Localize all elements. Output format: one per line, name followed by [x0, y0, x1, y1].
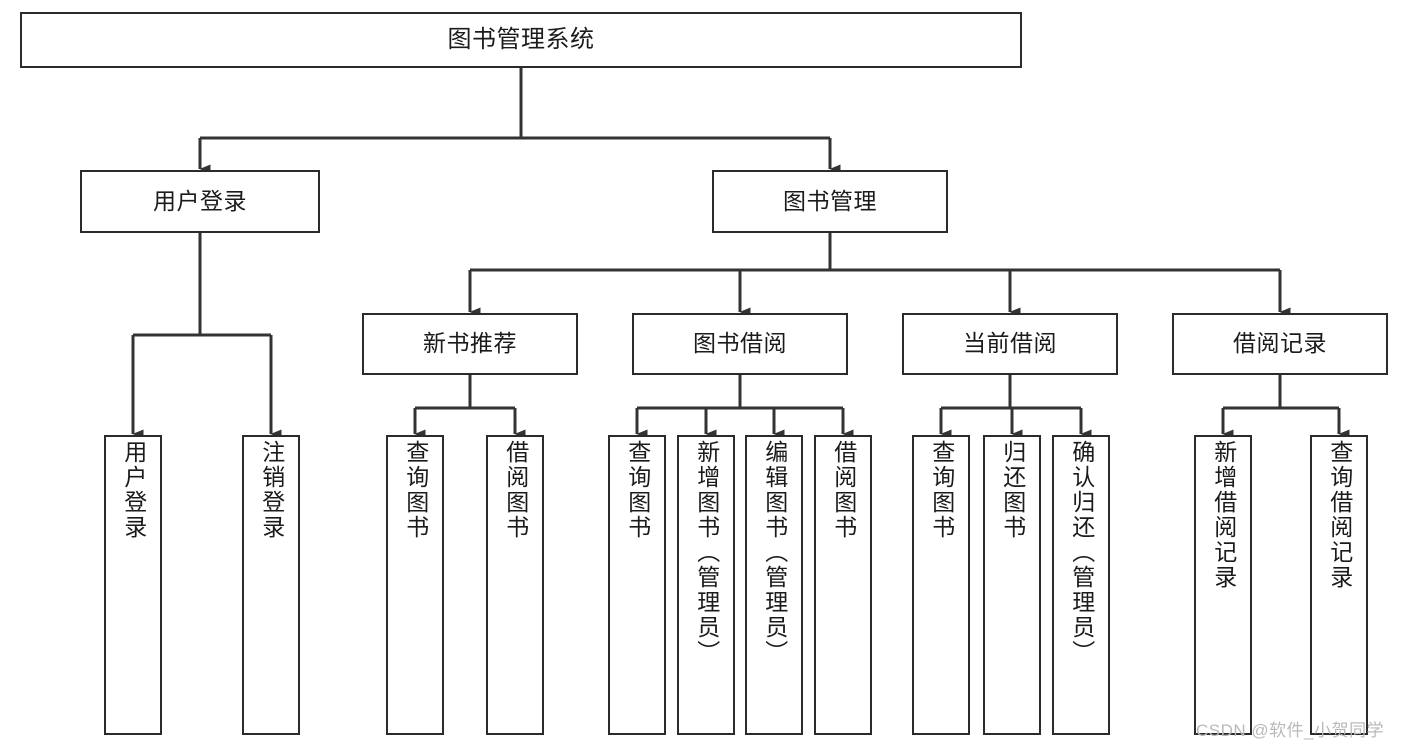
node-label: 查询图书 [402, 440, 429, 540]
node-leaf-borrow-book-2[interactable]: 借阅图书 [814, 435, 872, 735]
node-leaf-query-record[interactable]: 查询借阅记录 [1310, 435, 1368, 735]
node-label: 编辑图书（管理员） [761, 440, 788, 665]
connector-lines [131, 68, 1350, 439]
node-user-login[interactable]: 用户登录 [80, 170, 320, 233]
node-label: 用户登录 [153, 187, 247, 214]
node-label: 借阅图书 [502, 440, 529, 540]
node-label: 确认归还（管理员） [1068, 440, 1095, 665]
node-label: 新书推荐 [423, 330, 517, 357]
node-leaf-query-book-1[interactable]: 查询图书 [386, 435, 444, 735]
node-book-borrow[interactable]: 图书借阅 [632, 313, 848, 375]
node-leaf-edit-book[interactable]: 编辑图书（管理员） [745, 435, 803, 735]
node-leaf-user-login[interactable]: 用户登录 [104, 435, 162, 735]
node-label: 新增借阅记录 [1210, 440, 1237, 590]
node-leaf-add-record[interactable]: 新增借阅记录 [1194, 435, 1252, 735]
node-label: 用户登录 [120, 440, 147, 540]
node-leaf-return-book[interactable]: 归还图书 [983, 435, 1041, 735]
node-root[interactable]: 图书管理系统 [20, 12, 1022, 68]
node-new-book-rec[interactable]: 新书推荐 [362, 313, 578, 375]
node-label: 查询借阅记录 [1326, 440, 1353, 590]
node-leaf-add-book[interactable]: 新增图书（管理员） [677, 435, 735, 735]
node-leaf-user-logout[interactable]: 注销登录 [242, 435, 300, 735]
node-leaf-query-book-2[interactable]: 查询图书 [608, 435, 666, 735]
node-label: 图书管理 [783, 187, 877, 214]
node-label: 注销登录 [258, 440, 285, 540]
node-label: 查询图书 [624, 440, 651, 540]
node-leaf-query-book-3[interactable]: 查询图书 [912, 435, 970, 735]
node-label: 图书管理系统 [447, 25, 595, 53]
node-label: 借阅记录 [1233, 330, 1327, 357]
node-label: 当前借阅 [963, 330, 1057, 357]
node-book-manage[interactable]: 图书管理 [712, 170, 948, 233]
node-leaf-confirm-ret[interactable]: 确认归还（管理员） [1052, 435, 1110, 735]
node-borrow-record[interactable]: 借阅记录 [1172, 313, 1388, 375]
node-current-borrow[interactable]: 当前借阅 [902, 313, 1118, 375]
node-leaf-borrow-book-1[interactable]: 借阅图书 [486, 435, 544, 735]
node-label: 归还图书 [999, 440, 1026, 540]
node-label: 借阅图书 [830, 440, 857, 540]
node-label: 查询图书 [928, 440, 955, 540]
node-label: 新增图书（管理员） [693, 440, 720, 665]
node-label: 图书借阅 [693, 330, 787, 357]
